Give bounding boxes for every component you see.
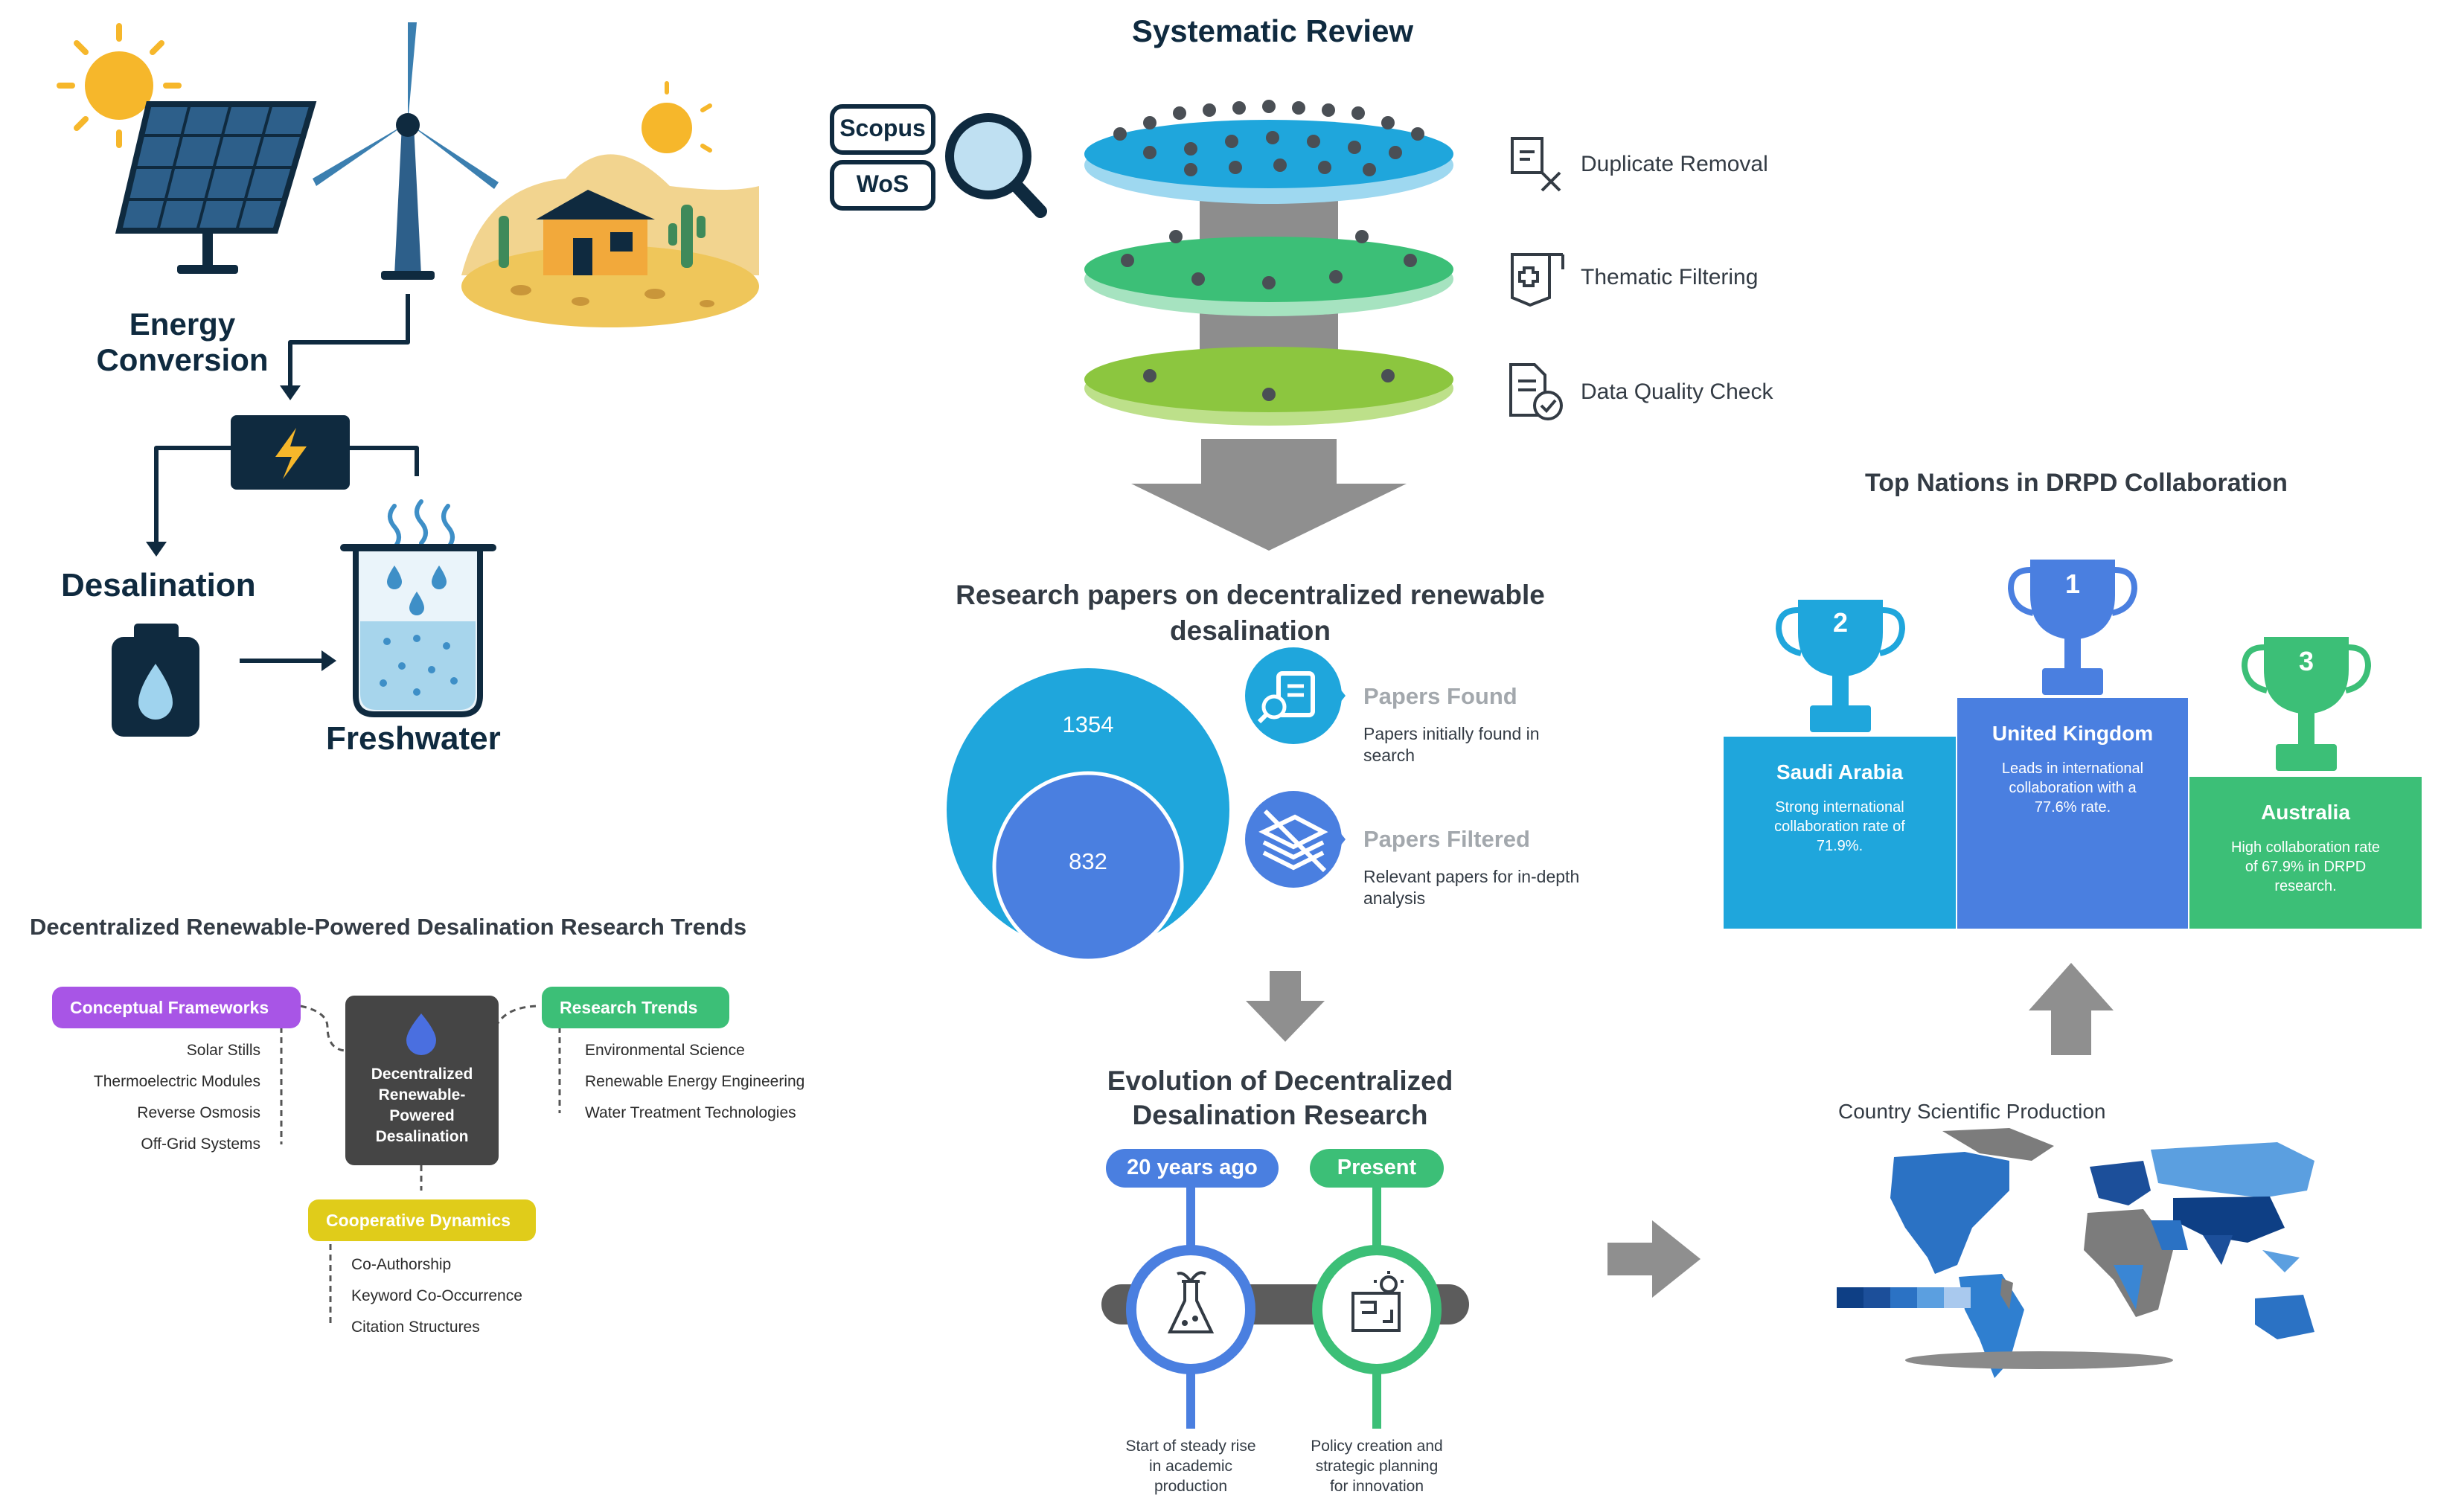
up-arrow-to-podium [2029,963,2114,1055]
cooperative-dynamics-pill: Cooperative Dynamics [308,1199,536,1241]
podium [1724,560,2422,929]
blueprint-idea-icon [1351,1271,1404,1332]
papers-filtered-icon [1245,791,1346,888]
trophy-1-icon [2007,560,2138,695]
solar-panel-icon [115,101,317,274]
saudi-arabia-podium-text: Saudi Arabia Strong international collab… [1724,760,1956,856]
desert-house-icon [461,81,759,327]
papers-found-label: Papers Found [1363,683,1517,709]
cooperative-dynamics-label: Cooperative Dynamics [326,1210,511,1230]
papers-filtered-count: 832 [1069,848,1107,874]
rank-1-number: 1 [2064,568,2081,599]
duplicate-removal-icon [1511,137,1561,192]
reverse-osmosis-item: Reverse Osmosis [137,1104,260,1121]
right-arrow-to-map [1607,1220,1701,1298]
water-treatment-technologies-item: Water Treatment Technologies [585,1104,796,1121]
past-badge-label: 20 years ago [1127,1156,1258,1179]
keyword-co-occurrence-item: Keyword Co-Occurrence [351,1287,522,1304]
lightning-icon [231,415,350,490]
data-quality-check-icon [1509,363,1563,420]
database-badges [830,104,935,211]
papers-found-icon [1245,647,1346,744]
map-legend [1837,1287,1971,1308]
conceptual-frameworks-pill: Conceptual Frameworks [52,987,301,1028]
mindmap-center-node [345,996,499,1165]
systematic-review-title: Systematic Review [1131,13,1414,48]
trophy-3-icon [2241,637,2372,771]
research-trends-label: Research Trends [560,997,698,1017]
flask-icon [1167,1271,1215,1333]
rank-3-number: 3 [2298,646,2314,676]
evolution-timeline [1101,1149,1469,1429]
mindmap-center-text: Decentralized Renewable- Powered Desalin… [371,1066,473,1145]
solar-stills-item: Solar Stills [186,1042,260,1059]
energy-conversion-label: Energy Conversion [96,307,269,377]
united-kingdom-name: United Kingdom [1991,722,2154,745]
review-step-icons [1509,137,1564,420]
data-quality-check-label: Data Quality Check [1581,379,1773,404]
research-trends-pill: Research Trends [542,987,729,1028]
saudi-arabia-name: Saudi Arabia [1776,760,1904,784]
down-arrow-papers [1246,971,1325,1042]
present-desc: Policy creation and strategic planning f… [1311,1438,1443,1495]
papers-title: Research papers on decentralized renewab… [956,580,1545,646]
beaker-icon [340,499,496,717]
present-badge-label: Present [1337,1156,1417,1179]
water-tank-icon [112,624,199,737]
papers-found-count: 1354 [1062,711,1114,737]
off-grid-systems-item: Off-Grid Systems [141,1135,260,1153]
co-authorship-item: Co-Authorship [351,1256,452,1273]
evolution-title: Evolution of Decentralized Desalination … [1107,1066,1453,1130]
nations-title: Top Nations in DRPD Collaboration [1865,469,2288,497]
sun-icon [57,23,182,148]
conceptual-frameworks-label: Conceptual Frameworks [70,997,269,1017]
australia-podium-text: Australia High collaboration rate of 67.… [2189,801,2422,896]
desalination-label: Desalination [61,567,256,603]
scopus-label: Scopus [839,115,926,141]
freshwater-label: Freshwater [326,720,501,757]
papers-venn [947,668,1229,963]
papers-filtered-label: Papers Filtered [1363,826,1530,852]
thermoelectric-modules-item: Thermoelectric Modules [93,1073,260,1090]
wind-turbine-icon [313,22,499,280]
wos-label: WoS [856,170,909,197]
environmental-science-item: Environmental Science [585,1042,745,1059]
citation-structures-item: Citation Structures [351,1319,480,1336]
trends-title: Decentralized Renewable-Powered Desalina… [30,914,747,940]
thematic-filtering-icon [1511,253,1564,307]
filter-funnel-graphic [1084,100,1453,551]
thematic-filtering-label: Thematic Filtering [1581,265,1759,289]
world-map [1837,1128,2314,1378]
australia-name: Australia [2261,801,2350,824]
past-desc: Start of steady rise in academic product… [1125,1438,1256,1495]
rank-2-number: 2 [1832,607,1849,638]
flow-connectors [146,294,419,671]
papers-found-desc: Papers initially found in search [1363,724,1540,765]
united-kingdom-podium-text: United Kingdom Leads in international co… [1957,722,2188,817]
map-title: Country Scientific Production [1838,1100,2106,1123]
magnifier-icon [945,113,1047,218]
renewable-energy-engineering-item: Renewable Energy Engineering [585,1073,805,1090]
papers-filtered-desc: Relevant papers for in-depth analysis [1363,867,1580,908]
trophy-2-icon [1775,600,1906,732]
duplicate-removal-label: Duplicate Removal [1581,152,1768,176]
